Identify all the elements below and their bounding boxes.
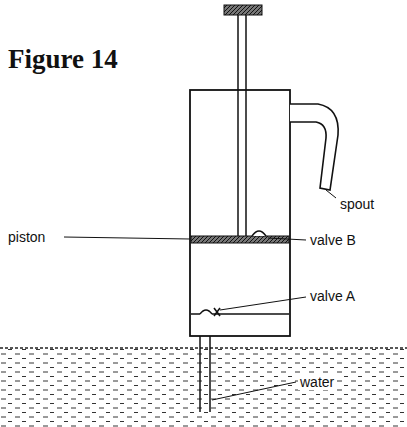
valve-a	[191, 308, 289, 316]
part-label: valve A	[308, 288, 357, 304]
water-body	[0, 348, 407, 427]
part-label: piston	[6, 229, 47, 245]
part-label: valve B	[308, 232, 358, 248]
pump-handle	[224, 5, 262, 15]
part-label: spout	[338, 196, 376, 212]
spout	[290, 104, 338, 190]
pump-cylinder	[190, 90, 290, 336]
piston-rod	[238, 15, 246, 236]
figure-title: Figure 14	[8, 44, 118, 75]
piston-disc	[191, 236, 289, 243]
leader-lines	[64, 190, 336, 400]
inlet-pipe	[200, 336, 210, 412]
valve-b	[252, 231, 266, 236]
part-label: water	[298, 374, 336, 390]
